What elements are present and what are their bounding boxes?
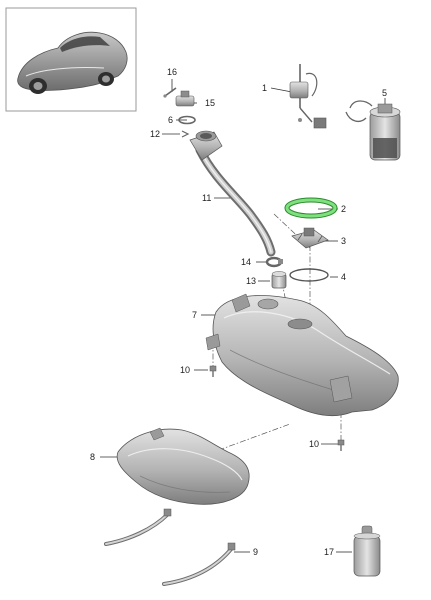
callout-2[interactable]: 2 [341, 204, 346, 214]
part-11-filler-neck [189, 130, 276, 257]
part-7-fuel-tank [205, 293, 399, 417]
callout-14[interactable]: 14 [241, 257, 251, 267]
callout-17[interactable]: 17 [324, 547, 334, 557]
callout-8[interactable]: 8 [90, 452, 95, 462]
car-thumbnail-inset [5, 7, 137, 112]
callout-11[interactable]: 11 [202, 193, 211, 203]
part-2-tank-seal-ring [284, 197, 338, 219]
part-3-tank-flange [291, 227, 329, 249]
callout-4[interactable]: 4 [341, 272, 346, 282]
part-4-o-ring [289, 268, 329, 282]
part-16-retaining-pin [163, 87, 177, 98]
part-15-valve [175, 90, 195, 107]
part-13-connector [271, 271, 287, 289]
part-10-bolt-left [209, 365, 217, 377]
part-17-grease-tube [353, 525, 381, 577]
callout-13[interactable]: 13 [246, 276, 256, 286]
callout-1[interactable]: 1 [262, 83, 267, 93]
callout-3[interactable]: 3 [341, 236, 346, 246]
callout-12[interactable]: 12 [150, 129, 160, 139]
callout-9[interactable]: 9 [253, 547, 258, 557]
callout-10-right[interactable]: 10 [309, 439, 319, 449]
part-14-hose-clamp [265, 256, 283, 268]
callout-15[interactable]: 15 [205, 98, 215, 108]
part-10-bolt-right [337, 439, 345, 451]
part-9-tank-strap-upper [104, 508, 172, 546]
callout-labels: 1 2 3 4 5 6 7 8 9 10 10 11 12 13 14 15 1… [90, 67, 387, 557]
car-illustration [17, 31, 128, 94]
part-5-fuel-pump [345, 100, 401, 161]
callout-10-left[interactable]: 10 [180, 365, 190, 375]
part-1-fuel-level-sender [289, 64, 327, 129]
part-9-tank-strap-lower [162, 542, 236, 586]
part-12-clip [181, 130, 190, 138]
callout-5[interactable]: 5 [382, 88, 387, 98]
part-6-seal [178, 115, 196, 125]
part-8-heat-shield [116, 427, 250, 505]
callout-7[interactable]: 7 [192, 310, 197, 320]
callout-6[interactable]: 6 [168, 115, 173, 125]
callout-16[interactable]: 16 [167, 67, 177, 77]
